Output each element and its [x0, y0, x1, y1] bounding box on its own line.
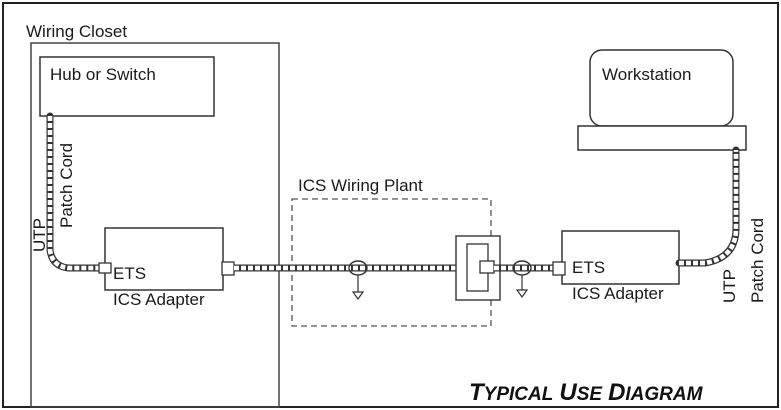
wall-outlet-port: [479, 260, 495, 274]
right-ics-adapter-label: ICS Adapter: [572, 284, 664, 303]
title-word2-rest: SE: [577, 384, 604, 405]
left-adapter-ics-jack: [221, 261, 235, 276]
left-ics-adapter-label: ICS Adapter: [113, 290, 205, 309]
left-adapter-ets-jack: [98, 262, 112, 274]
title-word3-initial: D: [608, 379, 625, 406]
right-patch-cord-label: Patch Cord: [748, 218, 767, 303]
workstation-base: [577, 125, 747, 151]
title-word1-initial: T: [469, 379, 486, 406]
left-ics-adapter-box: [104, 227, 224, 291]
right-adapter-ics-jack: [552, 261, 566, 276]
right-utp-label: UTP: [720, 269, 739, 303]
right-ics-adapter-box: [561, 230, 680, 285]
left-utp-label: UTP: [30, 218, 49, 252]
hub-switch-box: [39, 56, 215, 117]
wiring-closet-label: Wiring Closet: [26, 22, 127, 41]
right-utp-cable: [675, 146, 740, 267]
left-utp-cable: [46, 112, 104, 272]
ground-clamp-1: [348, 260, 368, 301]
workstation-label: Workstation: [602, 65, 691, 84]
workstation-monitor: [589, 49, 734, 127]
title-word1-rest: YPICAL: [484, 384, 554, 405]
title-word2-initial: U: [559, 379, 577, 406]
title-word3-rest: IAGRAM: [625, 384, 703, 405]
ics-wiring-plant-label: ICS Wiring Plant: [298, 176, 423, 195]
ground-clamp-2: [512, 260, 532, 299]
hub-switch-label: Hub or Switch: [50, 65, 156, 84]
wiring-closet-box: [30, 42, 280, 408]
right-ets-label: ETS: [572, 258, 605, 277]
left-ets-label: ETS: [113, 264, 146, 283]
left-patch-cord-label: Patch Cord: [57, 143, 76, 228]
